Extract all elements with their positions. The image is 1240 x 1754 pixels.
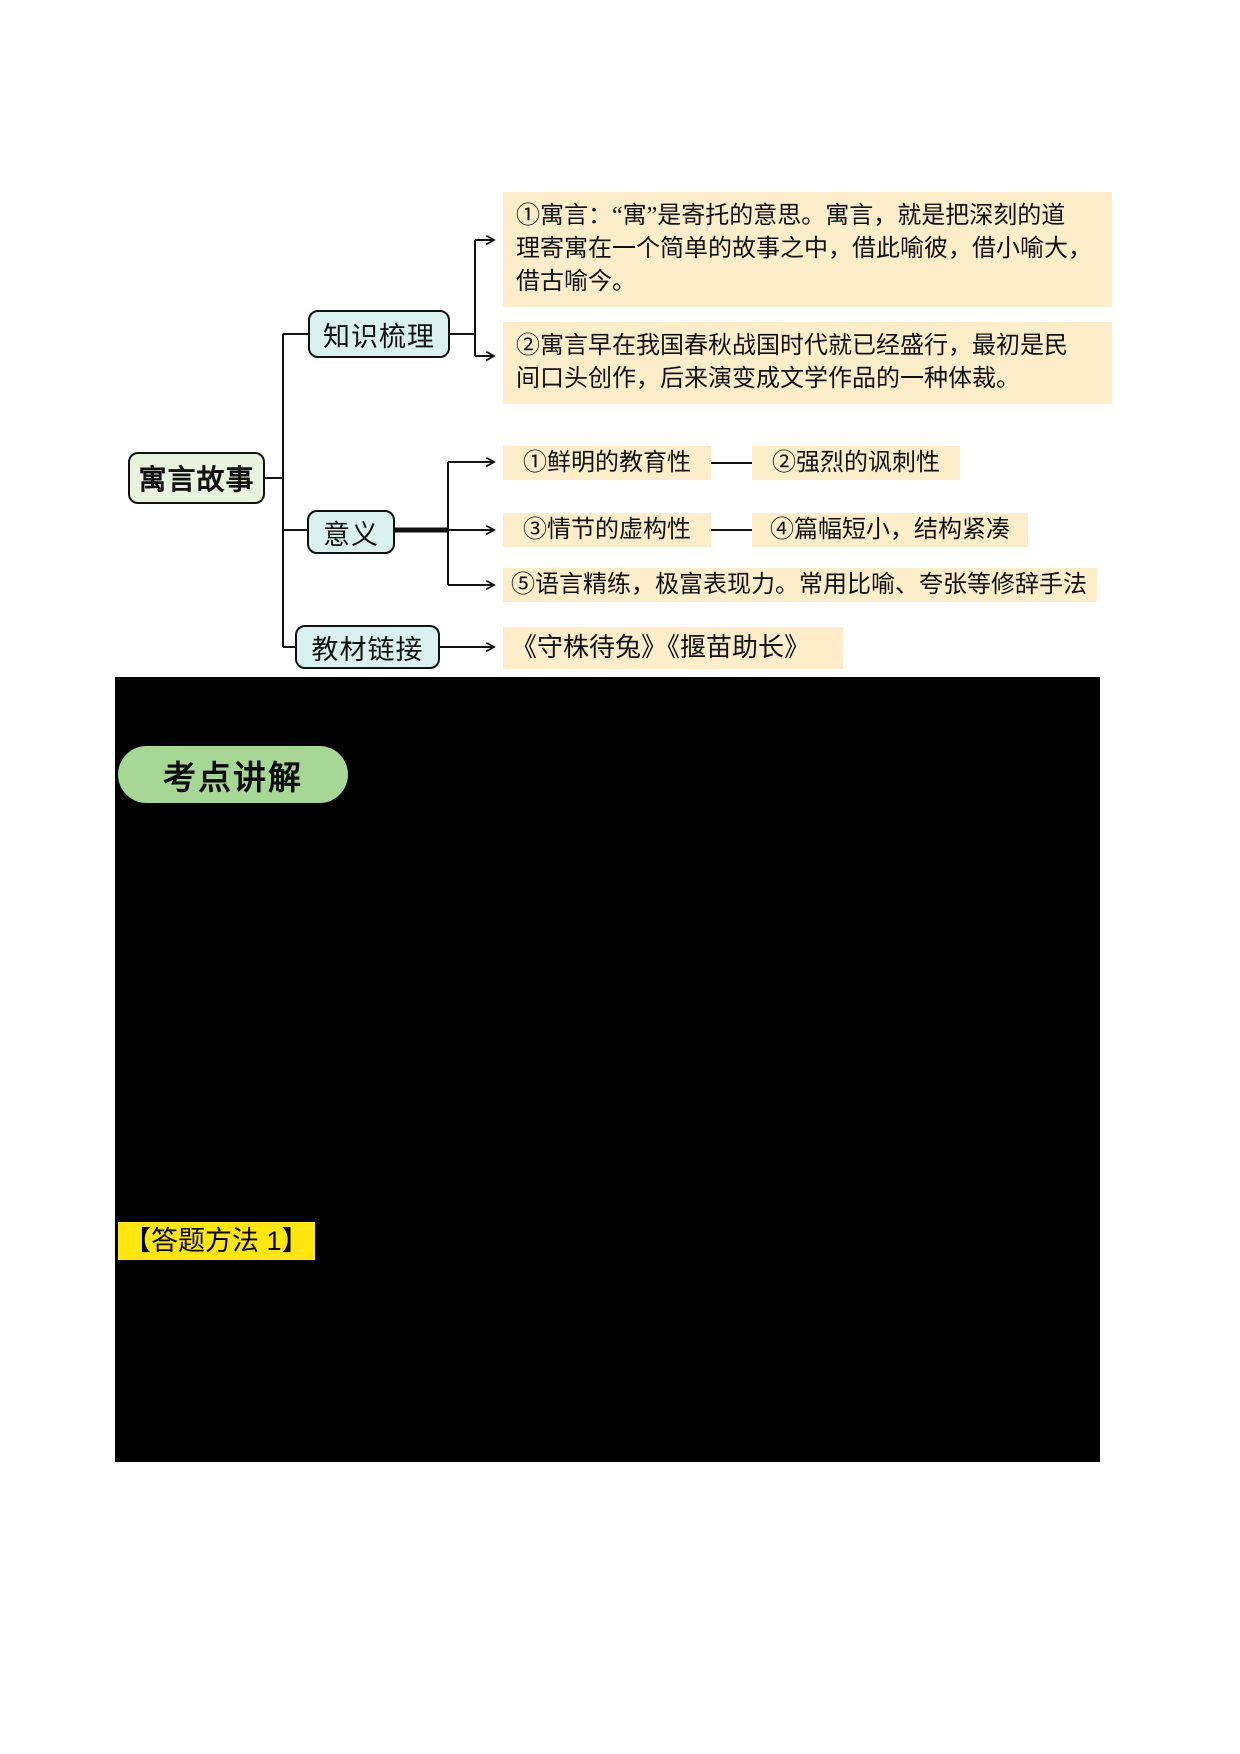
section-badge-exam-points: 考点讲解	[118, 746, 348, 803]
feature-tag-compact-structure: ④篇幅短小，结构紧凑	[752, 513, 1028, 547]
branch-node-textbook: 教材链接	[295, 625, 440, 669]
note-fable-definition: ①寓言：“寓”是寄托的意思。寓言，就是把深刻的道 理寄寓在一个简单的故事之中，借…	[503, 192, 1112, 307]
note-fable-history: ②寓言早在我国春秋战国时代就已经盛行，最初是民 间口头创作，后来演变成文学作品的…	[503, 322, 1112, 404]
feature-tag-refined-language: ⑤语言精练，极富表现力。常用比喻、夸张等修辞手法	[503, 568, 1097, 602]
feature-tag-fictional-plot: ③情节的虚构性	[503, 513, 711, 547]
textbook-links-tag: 《守株待兔》《揠苗助长》	[503, 627, 843, 669]
redacted-content-block: 考点讲解 【答题方法 1】	[115, 677, 1100, 1462]
mindmap-root-node: 寓言故事	[128, 452, 265, 504]
answer-method-label: 【答题方法 1】	[118, 1222, 315, 1260]
branch-node-knowledge: 知识梳理	[308, 310, 450, 358]
feature-tag-satirical: ②强烈的讽刺性	[752, 446, 960, 480]
branch-node-meaning: 意义	[307, 510, 395, 554]
feature-tag-educational: ①鲜明的教育性	[503, 446, 711, 480]
fable-mindmap-diagram: 寓言故事 知识梳理 意义 教材链接 ①寓言：“寓”是寄托的意思。寓言，就是把深刻…	[0, 0, 1240, 700]
